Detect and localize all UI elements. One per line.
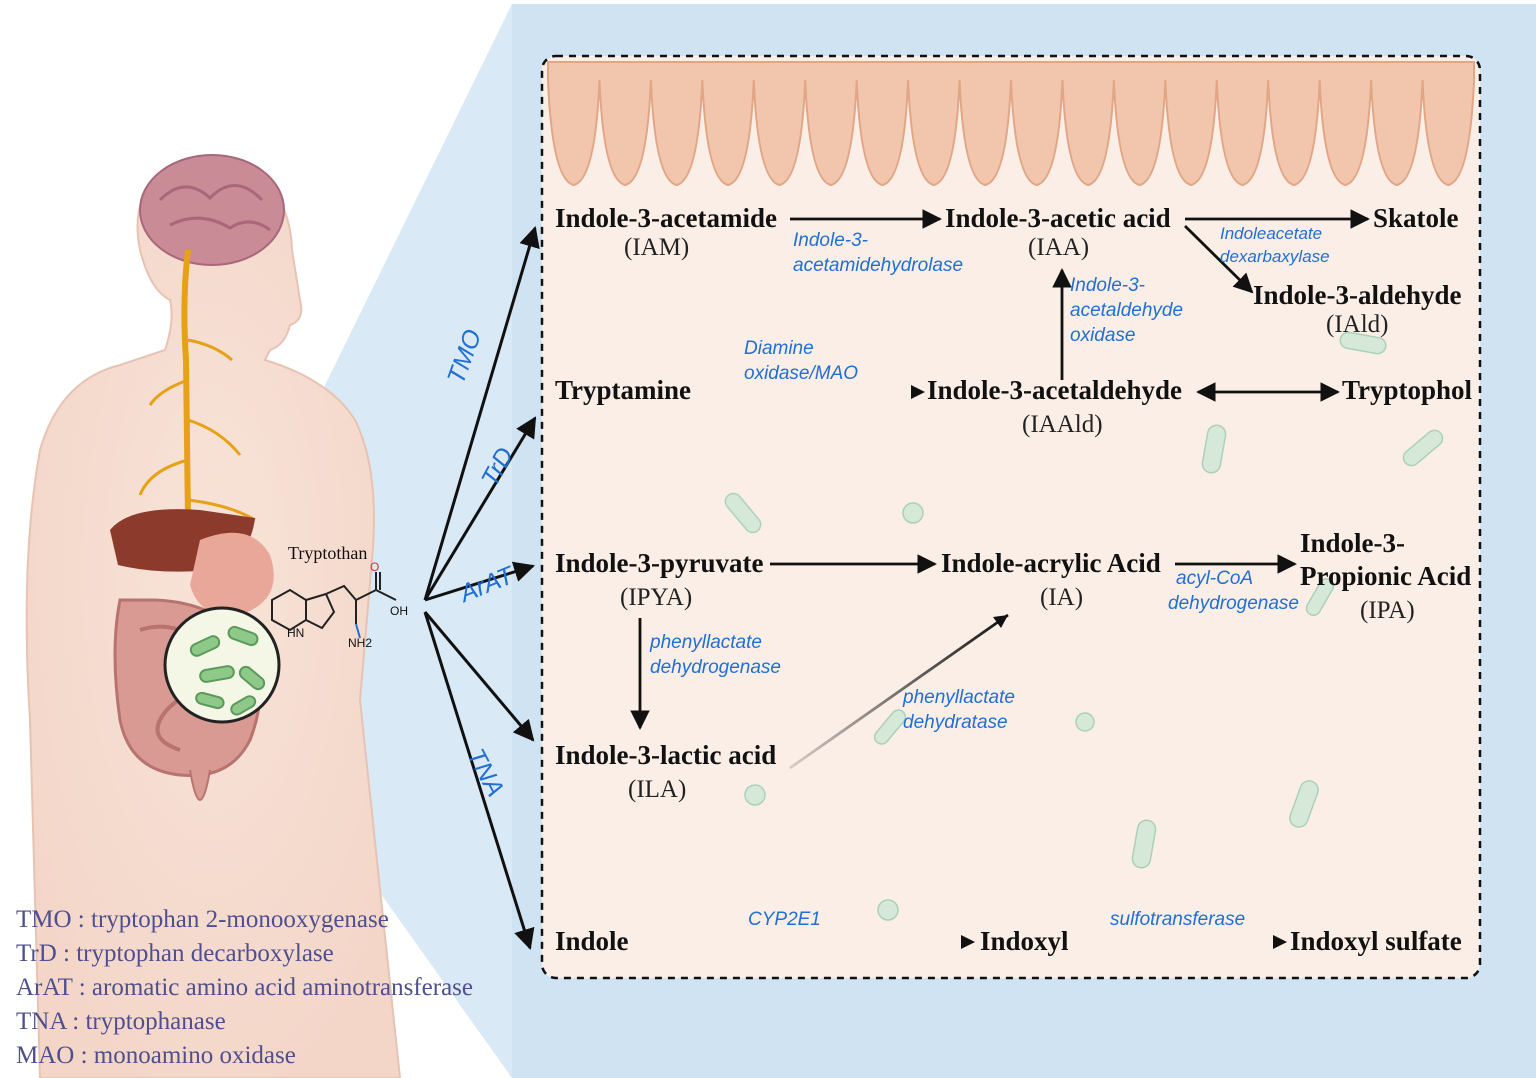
o-label: O [370,560,380,574]
stomach-icon [190,532,274,616]
iaa-name: Indole-3-acetic acid [945,203,1171,233]
skatole-name: Skatole [1373,203,1459,233]
nh-label: HN [287,626,305,640]
legend-tna: TNA : tryptophanase [16,1008,226,1035]
brain-icon [139,154,285,266]
legend-mao: MAO : monoamino oxidase [16,1042,296,1069]
ipa-abbr: (IPA) [1360,597,1415,624]
ipa-name-line1: Indole-3- [1300,528,1406,558]
indoxyl-name: Indoxyl [980,926,1069,956]
ia-abbr: (IA) [1040,584,1084,611]
background-bacteria [724,331,1444,921]
intestinal-villi [547,61,1475,187]
iam-name: Indole-3-acetamide [555,203,777,233]
ipya-abbr: (IPYA) [620,584,693,611]
legend-trd: TrD : tryptophan decarboxylase [16,940,334,967]
spinal-cord [181,249,191,521]
nh2-label: NH2 [348,636,373,650]
ipya-name: Indole-3-pyruvate [555,548,764,578]
precursor-label: Tryptothan [288,543,368,563]
tryptophan-structure [271,572,397,639]
indoxyl-sulfate-name: Indoxyl sulfate [1290,926,1462,956]
ipa-name-line2: Propionic Acid [1300,561,1472,591]
human-body-illustration [25,154,402,1078]
legend-tmo: TMO : tryptophan 2-monooxygenase [16,906,389,933]
ila-abbr: (ILA) [628,776,687,803]
iald-abbr: (IAld) [1326,311,1389,338]
precursor-branches [423,225,540,951]
tryptamine-name: Tryptamine [555,375,691,405]
legend-arat: ArAT : aromatic amino acid aminotransfer… [16,974,474,1001]
ia-name: Indole-acrylic Acid [941,548,1161,578]
indole-name: Indole [555,926,629,956]
sulfotransferase-enzyme: sulfotransferase [1110,909,1246,930]
iaald-name: Indole-3-acetaldehyde [927,375,1182,405]
iald-name: Indole-3-aldehyde [1253,280,1462,310]
ila-name: Indole-3-lactic acid [555,740,777,770]
iaald-abbr: (IAAld) [1022,411,1103,438]
tryptophol-name: Tryptophol [1342,375,1473,405]
arrow-ila-to-ia [789,613,1009,770]
iam-hydrolase-enzyme: Indole-3-acetamidehydrolase [793,230,964,276]
oh-label: OH [390,604,408,618]
iam-abbr: (IAM) [624,234,690,261]
villi-shape [547,61,1475,187]
bacteria-icon [189,625,266,716]
iaa-abbr: (IAA) [1028,234,1090,261]
arrow-iaa-to-iald [1184,225,1254,294]
pathway-box [540,54,1482,980]
cyp2e1-enzyme: CYP2E1 [748,909,821,930]
